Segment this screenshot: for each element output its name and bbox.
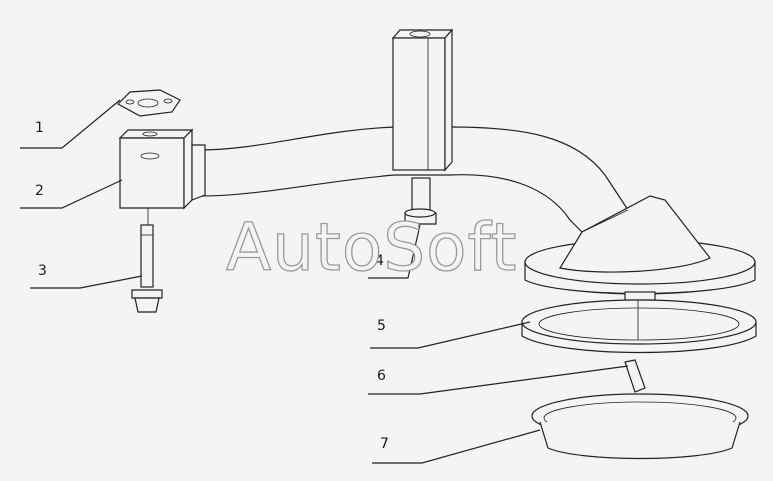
callout-7: 7 xyxy=(380,436,389,452)
callout-5: 5 xyxy=(377,318,386,334)
watermark: AutoSoft xyxy=(226,209,517,286)
part-3-bolt xyxy=(131,224,163,313)
callout-6: 6 xyxy=(377,368,386,384)
part-4-nut xyxy=(404,208,437,225)
cover-with-inlet xyxy=(524,195,756,301)
callout-3: 3 xyxy=(38,263,47,279)
part-1-gasket xyxy=(117,89,181,117)
leader-lines xyxy=(20,99,629,464)
part-2-clamp-block xyxy=(118,128,206,225)
part-5-ring xyxy=(521,299,757,354)
callout-2: 2 xyxy=(35,183,44,199)
part-7-bowl xyxy=(531,393,749,460)
callout-1: 1 xyxy=(35,120,44,136)
callout-4: 4 xyxy=(375,253,384,269)
sensor-housing xyxy=(391,28,454,211)
